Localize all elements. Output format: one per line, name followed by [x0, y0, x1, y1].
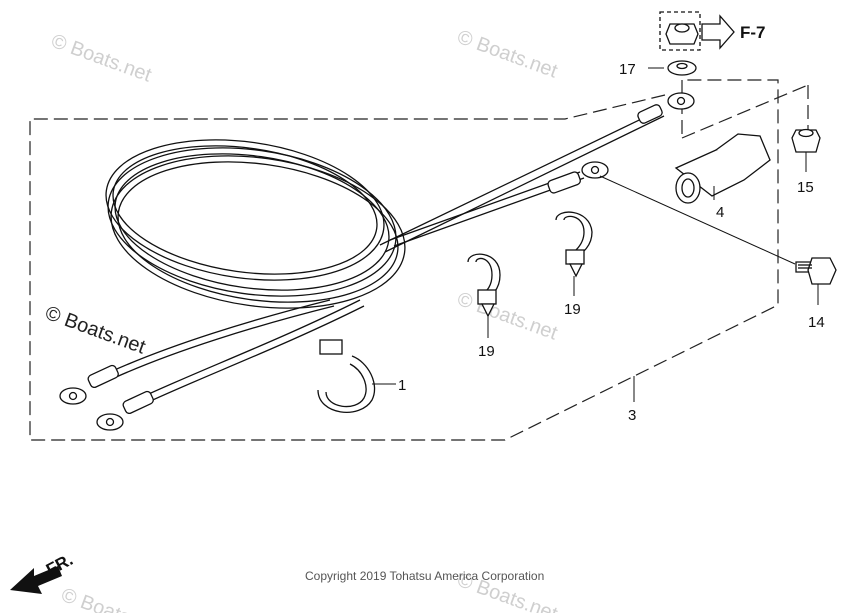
watermark-text: © Boats.net — [58, 584, 164, 613]
copyright-text: Copyright 2019 Tohatsu America Corporati… — [305, 569, 544, 583]
cable-terminal-upper — [637, 92, 695, 124]
watermark-text: © Boats.net — [454, 288, 560, 345]
callouts: 1 3 4 14 15 17 19 19 — [398, 61, 825, 424]
cable-terminal-middle — [547, 161, 609, 194]
clip-19-right — [555, 211, 593, 278]
arrow-down-left-icon — [10, 566, 62, 594]
watermark-text: © Boats.net — [48, 30, 154, 87]
callout-17[interactable]: 17 — [619, 61, 636, 78]
bolt-14 — [795, 257, 837, 285]
leader-lines — [372, 67, 819, 402]
watermark-text-dark: © Boats.net — [42, 302, 148, 359]
terminal-cover-4 — [674, 133, 771, 204]
callout-4[interactable]: 4 — [716, 204, 724, 221]
nut-top — [659, 11, 701, 51]
callout-3[interactable]: 3 — [628, 407, 636, 424]
band-clamp-1 — [317, 339, 376, 413]
callout-14[interactable]: 14 — [808, 314, 825, 331]
washer-17 — [667, 60, 697, 76]
clip-19-left — [467, 253, 501, 318]
callout-1[interactable]: 1 — [398, 377, 406, 394]
cable-coil — [105, 139, 406, 309]
cable-terminal-lower-left — [59, 364, 154, 431]
callout-19-left[interactable]: 19 — [478, 343, 495, 360]
watermark-group: © Boats.net © Boats.net © Boats.net © Bo… — [42, 26, 560, 613]
nut-15 — [791, 128, 821, 153]
cable-leads — [109, 109, 665, 405]
watermark-text: © Boats.net — [454, 26, 560, 83]
arrow-right-icon — [701, 14, 735, 50]
reference-arrow[interactable]: F-7 — [701, 14, 766, 50]
reference-label[interactable]: F-7 — [740, 23, 766, 42]
callout-19-right[interactable]: 19 — [564, 301, 581, 318]
callout-15[interactable]: 15 — [797, 179, 814, 196]
